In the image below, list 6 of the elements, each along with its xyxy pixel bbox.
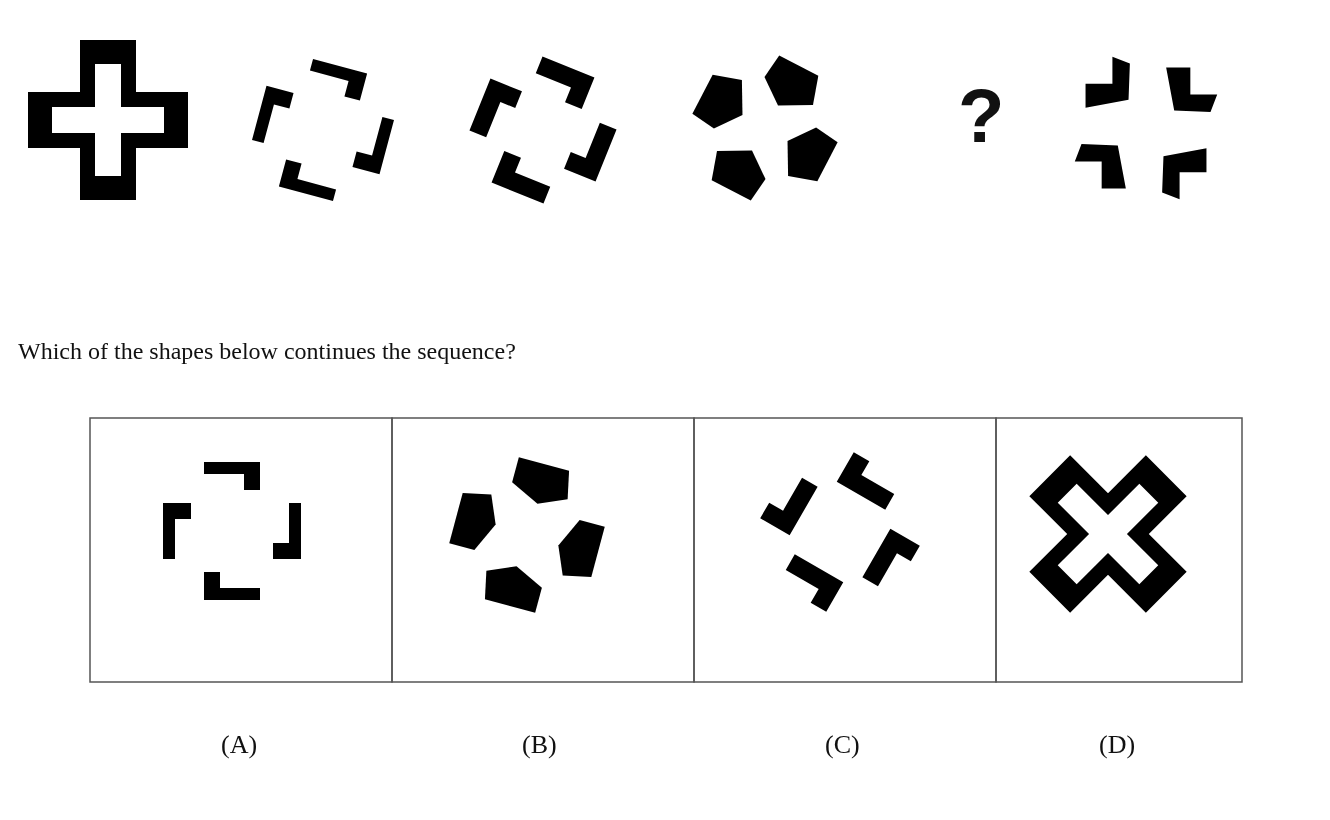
option-label: (B) (522, 730, 557, 760)
question-mark: ? (958, 72, 1005, 159)
option-label: (A) (221, 730, 258, 760)
question-text: Which of the shapes below continues the sequence? (18, 338, 516, 365)
option-label: (C) (825, 730, 860, 760)
option-label: (D) (1099, 730, 1136, 760)
